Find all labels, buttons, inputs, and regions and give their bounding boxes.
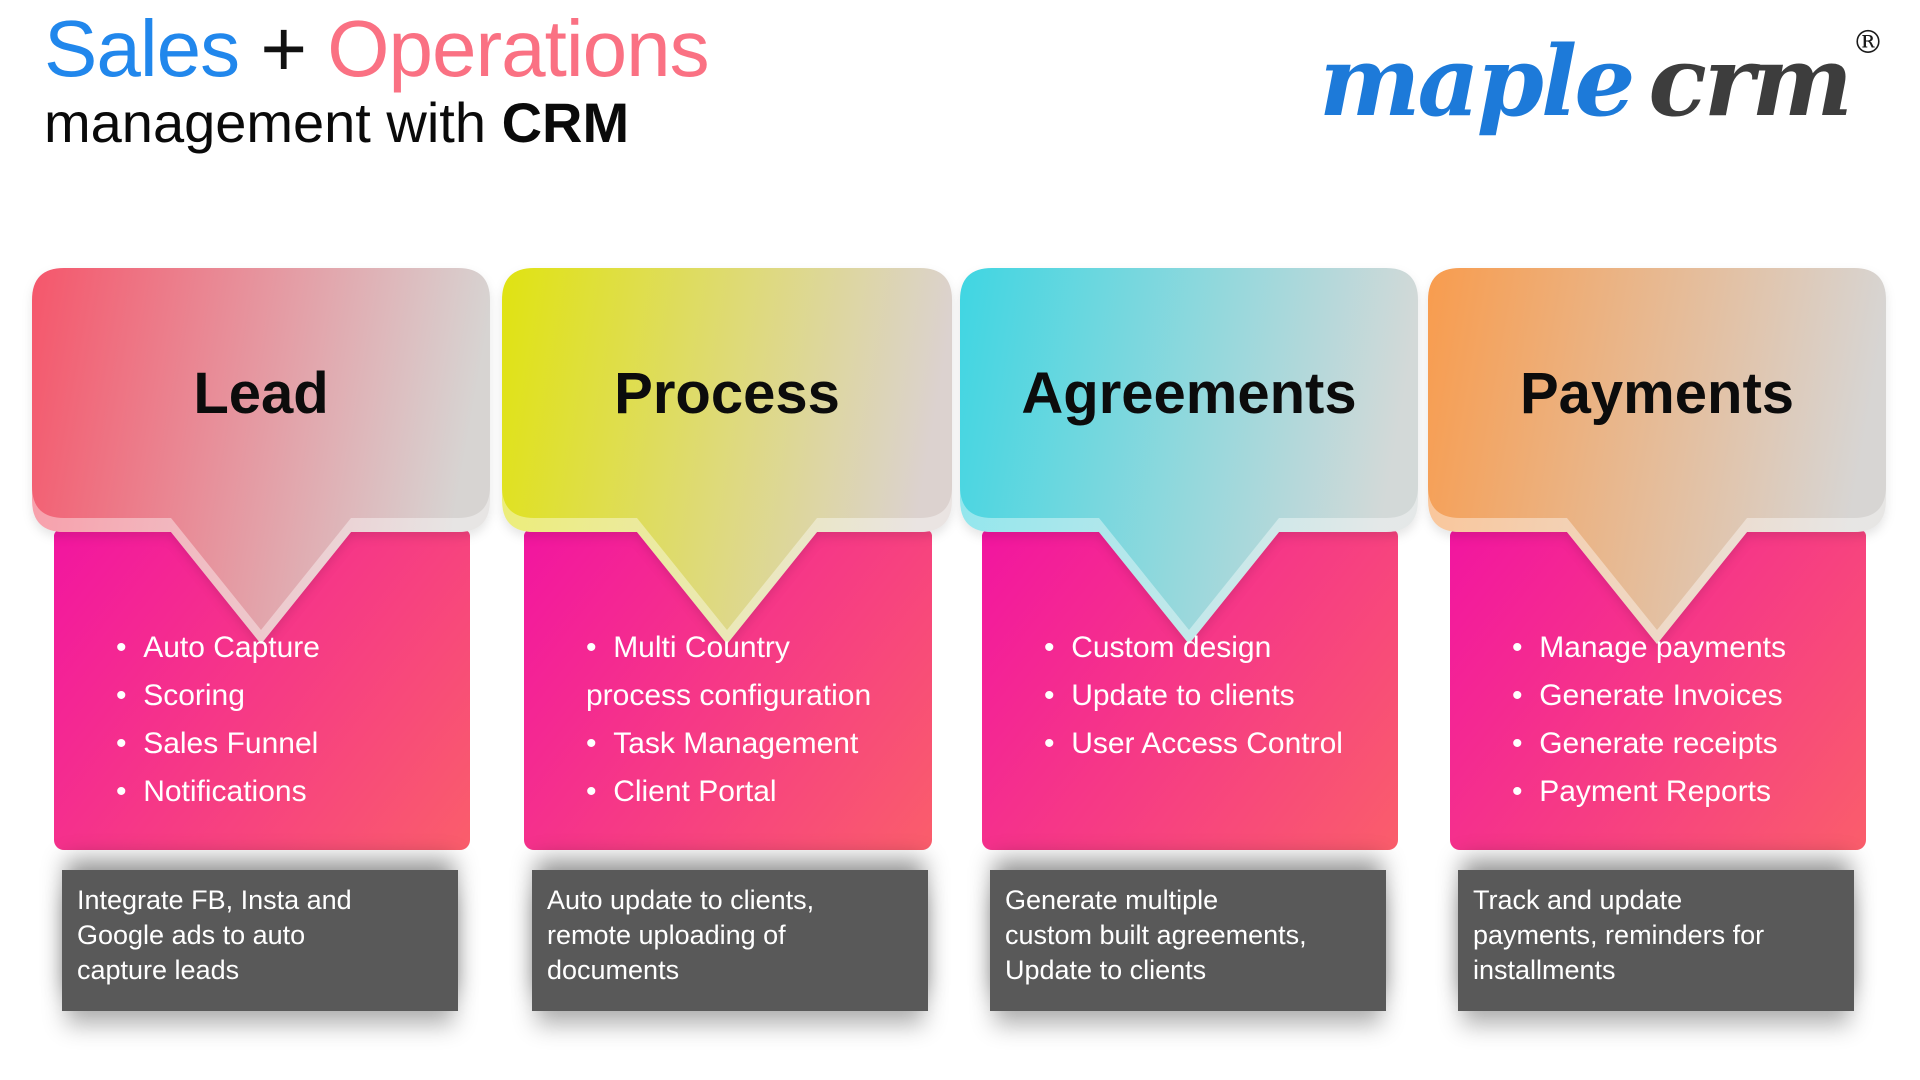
title-word-sales: Sales <box>44 4 240 93</box>
main-title-line2: management with CRM <box>44 94 709 151</box>
feature-column: Agreements Custom designUpdate to client… <box>960 268 1418 1013</box>
column-header-shape <box>1428 268 1886 644</box>
column-bullet-list: Auto CaptureScoringSales FunnelNotificat… <box>54 624 470 816</box>
bullet-item: Generate receipts <box>1512 720 1858 768</box>
feature-column: Lead Auto CaptureScoringSales FunnelNoti… <box>32 268 490 1013</box>
column-title: Process <box>614 360 840 426</box>
bullet-item: Scoring <box>116 672 462 720</box>
column-header-shape <box>502 268 952 644</box>
bullet-item: Update to clients <box>1044 672 1390 720</box>
main-title-line1: Sales + Operations <box>44 8 710 90</box>
bullet-item: User Access Control <box>1044 720 1390 768</box>
bullet-item: Manage payments <box>1512 624 1858 672</box>
bullet-item: Multi Country process configuration <box>586 624 924 720</box>
logo-word-maple: maple <box>1318 25 1635 138</box>
feature-column: Process Multi Country process configurat… <box>502 268 952 1013</box>
column-bullet-list: Manage paymentsGenerate InvoicesGenerate… <box>1450 624 1866 816</box>
bullet-item: Client Portal <box>586 768 924 816</box>
title-line2-crm: CRM <box>501 90 630 154</box>
bullet-item: Sales Funnel <box>116 720 462 768</box>
column-title: Lead <box>193 360 329 426</box>
column-title: Agreements <box>1021 360 1357 426</box>
bullet-item: Task Management <box>586 720 924 768</box>
title-word-plus: + <box>239 4 328 93</box>
column-header-shape <box>32 268 490 644</box>
logo-word-crm: crm <box>1648 25 1853 138</box>
main-title: Sales + Operations management with CRM <box>44 8 710 151</box>
title-word-operations: Operations <box>327 4 709 93</box>
bullet-item: Custom design <box>1044 624 1390 672</box>
title-line2-prefix: management with <box>44 90 502 154</box>
column-footer-note: Auto update to clients, remote uploading… <box>532 870 928 1011</box>
registered-trademark-icon: ® <box>1852 23 1884 61</box>
feature-column: Payments Manage paymentsGenerate Invoice… <box>1428 268 1886 1013</box>
column-bullet-list: Multi Country process configurationTask … <box>524 624 932 816</box>
bullet-item: Auto Capture <box>116 624 462 672</box>
bullet-item: Notifications <box>116 768 462 816</box>
column-footer-note: Track and update payments, reminders for… <box>1458 870 1854 1011</box>
column-bullet-list: Custom designUpdate to clientsUser Acces… <box>982 624 1398 768</box>
column-title: Payments <box>1519 360 1795 426</box>
column-footer-note: Integrate FB, Insta and Google ads to au… <box>62 870 458 1011</box>
bullet-item: Payment Reports <box>1512 768 1858 816</box>
bullet-item: Generate Invoices <box>1512 672 1858 720</box>
column-footer-note: Generate multiple custom built agreement… <box>990 870 1386 1011</box>
column-header-shape <box>960 268 1418 644</box>
